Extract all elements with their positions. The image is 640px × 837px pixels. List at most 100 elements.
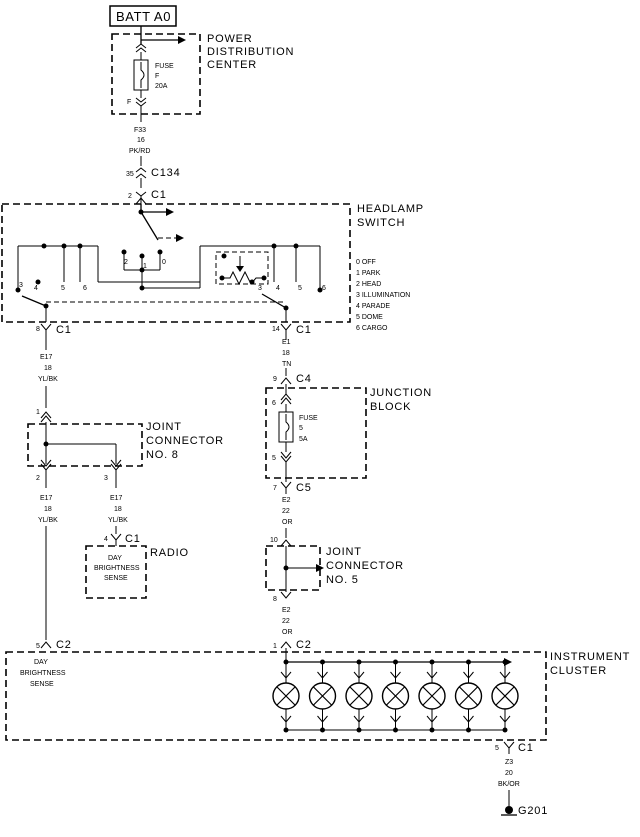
cl-c1-pin: 5 (495, 745, 499, 752)
jb-fuse-word: FUSE (299, 415, 318, 422)
cl-inner-2: BRIGHTNESS (20, 670, 66, 677)
connector-chevron-icon (280, 539, 292, 547)
wire-z3-gauge: 20 (505, 770, 513, 777)
headlamp-switch-box (1, 203, 351, 323)
wire-e2-a-gauge: 22 (282, 508, 290, 515)
batt-box (109, 5, 177, 27)
cl-c2-right: C2 (296, 639, 312, 651)
hs-mid-2: 2 (124, 259, 128, 266)
connector-chevron-icon (503, 741, 515, 754)
lamp-bulb-icon (491, 659, 519, 733)
wire-z3-circuit: Z3 (505, 759, 513, 766)
lamp-bulb-icon (418, 659, 446, 733)
hs-left-4: 4 (34, 285, 38, 292)
wire-e1-color: TN (282, 361, 291, 368)
wire-e17-b-circuit: E17 (40, 495, 53, 502)
wire-e1-circuit: E1 (282, 339, 291, 346)
connector-chevron-icon (40, 641, 52, 649)
radio-pin: 4 (104, 536, 108, 543)
joint-connector-8-box (27, 423, 143, 467)
j5-label-3: NO. 5 (326, 574, 359, 586)
cl-inner-1: DAY (34, 659, 48, 666)
cl-c2-left: C2 (56, 639, 72, 651)
wire-e17-b-gauge: 18 (44, 506, 52, 513)
connector-chevron-icon (280, 451, 292, 463)
j8-label-2: CONNECTOR (146, 435, 224, 447)
j8-pin-out2: 3 (104, 475, 108, 482)
jb-fuse-rating: 5A (299, 436, 308, 443)
jb-label-2: BLOCK (370, 401, 411, 413)
radio-inner-1: DAY (108, 555, 122, 562)
cl-inner-3: SENSE (30, 681, 54, 688)
radio-label: RADIO (150, 547, 189, 559)
radio-conn: C1 (125, 533, 141, 545)
jb-c4-pin: 9 (273, 376, 277, 383)
arrow-icon (178, 36, 186, 44)
jb-cav-bot: 5 (272, 455, 276, 462)
lamp-bulb-icon (454, 659, 483, 733)
connector-chevron-icon (40, 411, 52, 423)
headlamp-switch-circuit: 2 1 0 3 4 5 6 3 4 5 6 (15, 204, 326, 322)
pdc-box (111, 33, 201, 115)
arrow-icon (316, 564, 324, 572)
jb-c5-pin: 7 (273, 485, 277, 492)
hs-mid-1: 1 (143, 263, 147, 270)
cl-label-2: CLUSTER (550, 665, 607, 677)
wire-e17-c-color: YL/BK (108, 517, 128, 524)
wire-f33-circuit: F33 (134, 127, 146, 134)
wire-z3-color: BK/OR (498, 781, 520, 788)
wire-e2-b-gauge: 22 (282, 618, 290, 625)
pdc-label-2: DISTRIBUTION (207, 46, 294, 58)
hs-c1-left: C1 (56, 324, 72, 336)
jb-c5: C5 (296, 482, 312, 494)
connector-chevron-icon (110, 533, 122, 546)
lamp-bulb-icon (308, 659, 337, 733)
hs-mid-0: 0 (162, 259, 166, 266)
hs-c1-left-pin: 8 (36, 326, 40, 333)
connector-chevron-icon (40, 323, 52, 336)
position-3: 3 ILLUMINATION (356, 292, 410, 299)
ground-label: G201 (518, 805, 548, 817)
radio-box (85, 545, 147, 599)
j8-label-1: JOINT (146, 421, 182, 433)
wire-e17-a-circuit: E17 (40, 354, 53, 361)
position-4: 4 PARADE (356, 303, 390, 310)
hs-label-2: SWITCH (357, 217, 405, 229)
wire-e2-a-color: OR (282, 519, 293, 526)
hs-c1-right-pin: 14 (272, 326, 280, 333)
hs-left-6: 6 (83, 285, 87, 292)
cl-c2-right-pin: 1 (273, 643, 277, 650)
wire-e17-c-circuit: E17 (110, 495, 123, 502)
hs-left-3: 3 (19, 282, 23, 289)
position-2: 2 HEAD (356, 281, 381, 288)
hs-right-6: 6 (322, 285, 326, 292)
wire-e1-gauge: 18 (282, 350, 290, 357)
pdc-fuse-word: FUSE (155, 63, 174, 70)
pdc-fuse-rating: 20A (155, 83, 168, 90)
connector-chevron-icon (135, 167, 147, 179)
jb-c4: C4 (296, 373, 312, 385)
connector-chevron-icon (135, 97, 147, 107)
pdc-fuse-id: F (155, 73, 159, 80)
switch-blade (140, 211, 159, 241)
connector-chevron-icon (280, 591, 292, 599)
j8-pin-out1: 2 (36, 475, 40, 482)
wire-e17-c-gauge: 18 (114, 506, 122, 513)
wire-e17-a-color: YL/BK (38, 376, 58, 383)
wire-e2-b-circuit: E2 (282, 607, 291, 614)
pdc-label-3: CENTER (207, 59, 257, 71)
connector-chevron-icon (280, 393, 292, 405)
c134-name: C134 (151, 167, 181, 179)
wire-e17-a-gauge: 18 (44, 365, 52, 372)
switch-position-list: 0 OFF 1 PARK 2 HEAD 3 ILLUMINATION 4 PAR… (356, 259, 410, 332)
connector-chevron-icon (280, 481, 292, 494)
connector-chevron-icon (135, 191, 147, 205)
connector-chevron-icon (280, 641, 292, 649)
cl-c1: C1 (518, 742, 534, 754)
wire-e2-b-color: OR (282, 629, 293, 636)
ground-icon (505, 806, 513, 814)
connector-chevron-icon (280, 323, 292, 336)
connector-chevron-icon (280, 377, 292, 385)
cl-c2-left-pin: 5 (36, 643, 40, 650)
